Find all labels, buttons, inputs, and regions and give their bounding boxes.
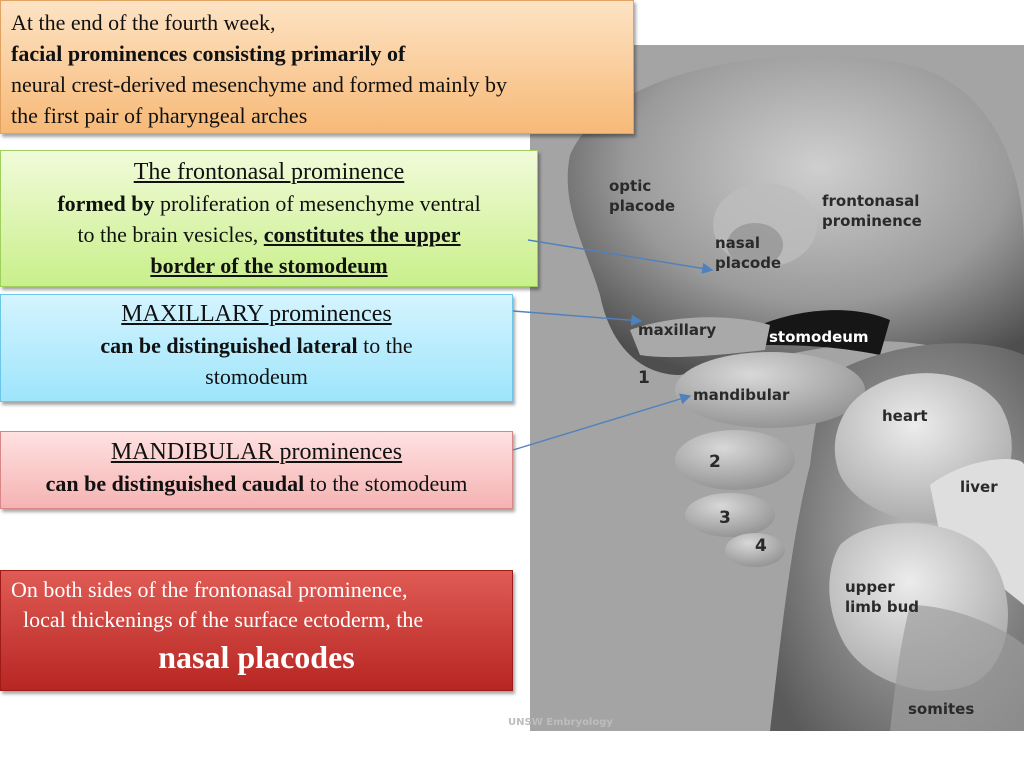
maxillary-label: maxillary: [638, 321, 717, 339]
optic-placode-label-line2: placode: [609, 197, 676, 215]
placodes-line-1: On both sides of the frontonasal promine…: [11, 577, 408, 602]
frontonasal-heading: The frontonasal prominence: [133, 159, 405, 185]
nasal-placode-label-line2: placode: [715, 254, 782, 272]
frontonasal-line-2: to the brain vesicles, constitutes the u…: [11, 219, 527, 250]
maxillary-text: to the: [357, 333, 413, 358]
intro-line-1: At the end of the fourth week,: [11, 10, 276, 35]
frontonasal-line-3: border of the stomodeum: [11, 250, 527, 281]
upper-limb-bud-label: upper limb bud: [845, 577, 919, 617]
maxillary-line-1: can be distinguished lateral to the: [11, 330, 502, 361]
frontonasal-panel: The frontonasal prominence formed by pro…: [0, 150, 538, 287]
intro-line-2: facial prominences consisting primarily …: [11, 41, 406, 66]
mandibular-heading: MANDIBULAR prominences: [110, 439, 403, 465]
frontonasal-text-1: proliferation of mesenchyme ventral: [154, 191, 481, 216]
arch-1-label: 1: [638, 368, 650, 388]
placodes-line-2: local thickenings of the surface ectoder…: [23, 607, 424, 632]
intro-panel: At the end of the fourth week, facial pr…: [0, 0, 634, 134]
mandibular-label: mandibular: [693, 386, 790, 404]
frontonasal-label: frontonasal prominence: [822, 191, 922, 231]
maxillary-line-2: stomodeum: [205, 364, 308, 389]
mandibular-line-1: can be distinguished caudal to the stomo…: [5, 468, 508, 499]
maxillary-panel: MAXILLARY prominences can be distinguish…: [0, 294, 513, 402]
maxillary-lateral: can be distinguished lateral: [100, 333, 358, 358]
liver-label: liver: [960, 478, 998, 496]
somites-label: somites: [908, 700, 975, 718]
maxillary-heading: MAXILLARY prominences: [121, 301, 392, 327]
optic-placode-label: optic placode: [609, 176, 675, 216]
upper-limb-bud-label-line2: limb bud: [845, 598, 920, 616]
mandibular-text: to the stomodeum: [304, 471, 468, 496]
embryo-sem-image: [530, 45, 1024, 731]
arch-3-label: 3: [719, 508, 731, 528]
mandibular-panel: MANDIBULAR prominences can be distinguis…: [0, 431, 513, 509]
intro-line-3: neural crest-derived mesenchyme and form…: [11, 72, 508, 97]
arch-2-label: 2: [709, 452, 721, 472]
heart-label: heart: [882, 407, 928, 425]
frontonasal-upper-border-b: border of the stomodeum: [150, 253, 388, 278]
image-credit: UNSW Embryology: [508, 717, 613, 728]
mandibular-caudal: can be distinguished caudal: [45, 471, 305, 496]
arch-4-label: 4: [755, 536, 767, 556]
nasal-placode-label: nasal placode: [715, 233, 781, 273]
frontonasal-upper-border-a: constitutes the upper: [263, 222, 461, 247]
nasal-placode-label-line1: nasal: [715, 234, 760, 252]
optic-placode-label-line1: optic: [609, 177, 652, 195]
placodes-emphasis: nasal placodes: [158, 639, 355, 675]
intro-line-4: the first pair of pharyngeal arches: [11, 103, 308, 128]
frontonasal-label-line2: prominence: [822, 212, 922, 230]
frontonasal-text-2: to the brain vesicles,: [77, 222, 264, 247]
frontonasal-formed-by: formed by: [57, 191, 155, 216]
frontonasal-label-line1: frontonasal: [822, 192, 920, 210]
upper-limb-bud-label-line1: upper: [845, 578, 895, 596]
frontonasal-line-1: formed by proliferation of mesenchyme ve…: [11, 188, 527, 219]
nasal-placodes-panel: On both sides of the frontonasal promine…: [0, 570, 513, 691]
stomodeum-label: stomodeum: [769, 328, 869, 346]
